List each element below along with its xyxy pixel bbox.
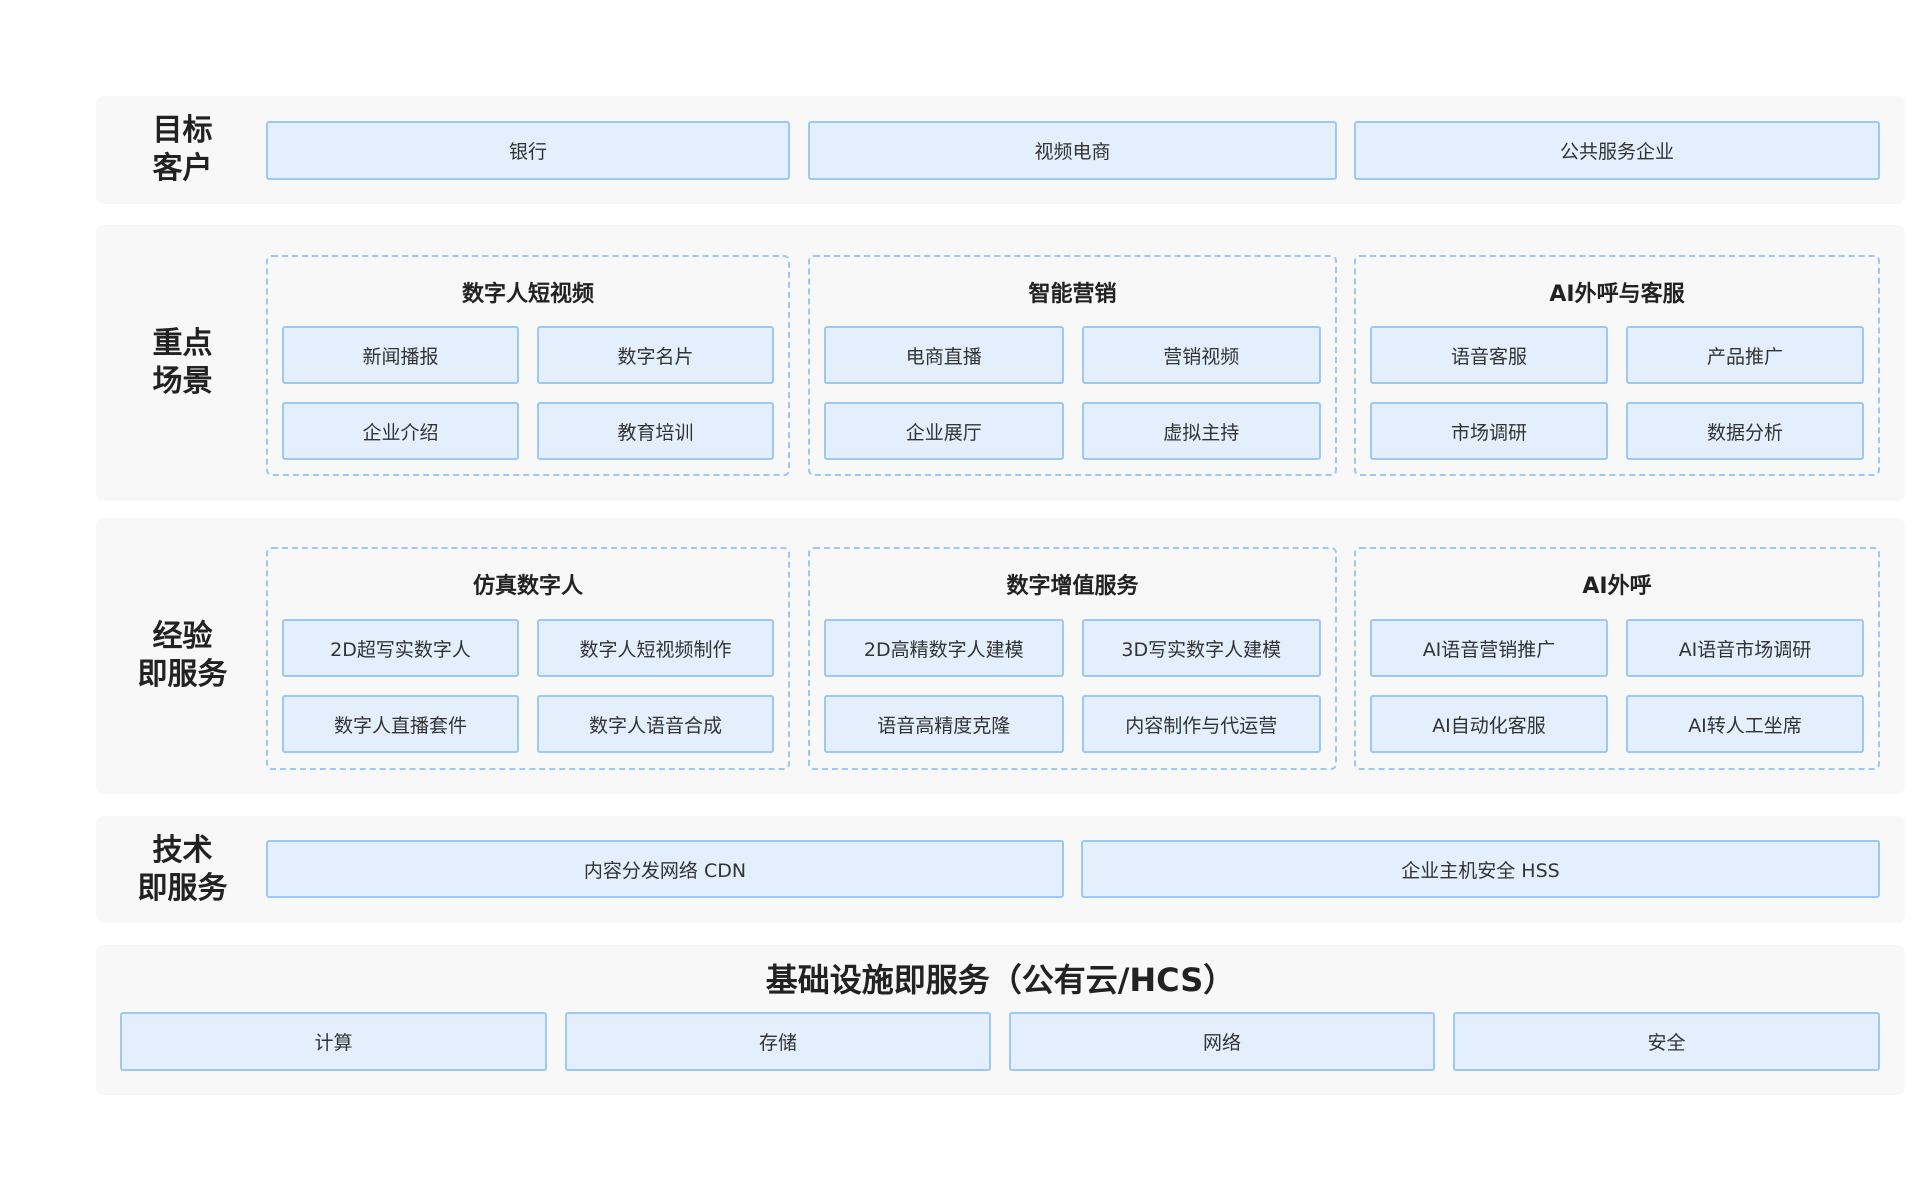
experience-item[interactable]: AI语音市场调研 — [1626, 619, 1864, 677]
experience-item[interactable]: AI转人工坐席 — [1626, 695, 1864, 753]
scene-group — [808, 255, 1337, 476]
scene-item[interactable]: 产品推广 — [1626, 326, 1864, 384]
experience-item[interactable]: 数字人语音合成 — [537, 695, 774, 753]
scene-group — [266, 255, 790, 476]
experience-group — [266, 547, 790, 770]
target-item[interactable]: 银行 — [266, 121, 790, 180]
scene-item[interactable]: 市场调研 — [1370, 402, 1608, 460]
experience-item[interactable]: 2D高精数字人建模 — [824, 619, 1064, 677]
scene-item[interactable]: 新闻播报 — [282, 326, 519, 384]
row-label-target: 目标 客户 — [152, 113, 213, 186]
row-label-scenes: 重点 场景 — [152, 326, 213, 399]
scene-item[interactable]: 企业展厅 — [824, 402, 1064, 460]
tech-item[interactable]: 企业主机安全 HSS — [1081, 840, 1880, 898]
target-item[interactable]: 视频电商 — [808, 121, 1337, 180]
infra-item[interactable]: 安全 — [1453, 1012, 1880, 1071]
infra-title: 基础设施即服务（公有云/HCS） — [765, 961, 1236, 999]
scene-group-title: AI外呼与客服 — [1549, 282, 1685, 307]
experience-item[interactable]: 2D超写实数字人 — [282, 619, 519, 677]
experience-group — [808, 547, 1337, 770]
experience-item[interactable]: 内容制作与代运营 — [1081, 695, 1321, 753]
scene-item[interactable]: 教育培训 — [537, 402, 774, 460]
experience-group-title: 仿真数字人 — [472, 574, 583, 599]
target-item[interactable]: 公共服务企业 — [1354, 121, 1880, 180]
scene-item[interactable]: 电商直播 — [824, 326, 1064, 384]
experience-item[interactable]: 数字人短视频制作 — [537, 619, 774, 677]
scene-group — [1354, 255, 1880, 476]
experience-item[interactable]: AI语音营销推广 — [1370, 619, 1608, 677]
experience-item[interactable]: AI自动化客服 — [1370, 695, 1608, 753]
experience-group-title: 数字增值服务 — [1006, 574, 1139, 599]
scene-item[interactable]: 企业介绍 — [282, 402, 519, 460]
experience-item[interactable]: 3D写实数字人建模 — [1081, 619, 1321, 677]
scene-group-title: 数字人短视频 — [461, 282, 594, 307]
scene-item[interactable]: 营销视频 — [1081, 326, 1321, 384]
experience-item[interactable]: 数字人直播套件 — [282, 695, 519, 753]
experience-group — [1354, 547, 1880, 770]
infra-item[interactable]: 网络 — [1009, 1012, 1435, 1071]
tech-item[interactable]: 内容分发网络 CDN — [266, 840, 1064, 898]
row-label-tech: 技术 即服务 — [137, 833, 228, 906]
scene-item[interactable]: 数据分析 — [1626, 402, 1864, 460]
row-label-experience: 经验 即服务 — [137, 619, 228, 692]
experience-group-title: AI外呼 — [1582, 574, 1652, 599]
infra-item[interactable]: 存储 — [565, 1012, 991, 1071]
scene-item[interactable]: 数字名片 — [537, 326, 774, 384]
scene-item[interactable]: 语音客服 — [1370, 326, 1608, 384]
infra-item[interactable]: 计算 — [120, 1012, 547, 1071]
experience-item[interactable]: 语音高精度克隆 — [824, 695, 1064, 753]
scene-item[interactable]: 虚拟主持 — [1081, 402, 1321, 460]
scene-group-title: 智能营销 — [1028, 282, 1117, 307]
